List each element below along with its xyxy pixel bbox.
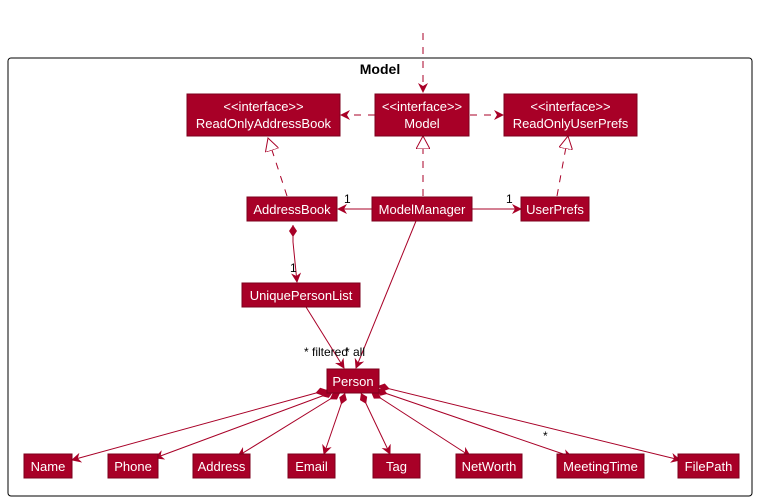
class-address-book[interactable]: AddressBook: [246, 196, 338, 222]
class-unique-person-list[interactable]: UniquePersonList: [241, 282, 361, 308]
class-model-manager[interactable]: ModelManager: [371, 196, 473, 222]
model-manager-to-person: [354, 220, 417, 369]
user-prefs-implements-read-only-user-prefs: [556, 136, 568, 197]
class-name-label: ReadOnlyAddressBook: [196, 116, 332, 131]
class-net-worth[interactable]: NetWorth: [455, 453, 523, 479]
multiplicity-label: 1: [506, 192, 513, 206]
class-read-only-address-book[interactable]: <<interface>> ReadOnlyAddressBook: [186, 93, 341, 137]
class-model[interactable]: <<interface>> Model: [374, 93, 470, 137]
stereotype-label: <<interface>>: [530, 99, 610, 114]
class-name[interactable]: Name: [23, 453, 73, 479]
class-name-label: FilePath: [685, 459, 733, 474]
class-file-path[interactable]: FilePath: [677, 453, 740, 479]
stereotype-label: <<interface>>: [382, 99, 462, 114]
person-composes-meeting-time: [375, 388, 573, 459]
class-name-label: Tag: [386, 459, 407, 474]
class-meeting-time[interactable]: MeetingTime: [556, 453, 645, 479]
class-address[interactable]: Address: [192, 453, 251, 479]
multiplicity-label: *: [543, 429, 548, 443]
class-name-label: Person: [332, 374, 373, 389]
multiplicity-label: 1: [290, 261, 297, 275]
class-name-label: ReadOnlyUserPrefs: [513, 116, 629, 131]
address-book-implements-read-only-address-book: [268, 138, 288, 197]
class-user-prefs[interactable]: UserPrefs: [520, 196, 590, 222]
class-name-label: NetWorth: [462, 459, 517, 474]
class-name-label: MeetingTime: [563, 459, 638, 474]
multiplicity-label: * filtered: [304, 345, 348, 359]
unique-person-list-to-person: [305, 306, 345, 369]
multiplicity-labels: 1 1 1 * filtered * all *: [290, 192, 548, 443]
class-name-label: UniquePersonList: [250, 288, 353, 303]
person-composes-phone: [154, 390, 334, 460]
class-tag[interactable]: Tag: [372, 453, 421, 479]
class-name-label: ModelManager: [379, 202, 466, 217]
class-name-label: Name: [31, 459, 66, 474]
person-composes-tag: [359, 392, 391, 455]
class-read-only-user-prefs[interactable]: <<interface>> ReadOnlyUserPrefs: [503, 93, 638, 137]
class-name-label: AddressBook: [253, 202, 331, 217]
multiplicity-label: 1: [344, 192, 351, 206]
model-package-frame: [7, 57, 753, 497]
edges: [71, 33, 681, 463]
person-composes-email: [322, 392, 347, 455]
class-phone[interactable]: Phone: [107, 453, 159, 479]
multiplicity-label: * all: [345, 345, 365, 359]
class-name-label: Phone: [114, 459, 152, 474]
class-name-label: Email: [295, 459, 328, 474]
class-name-label: Address: [198, 459, 246, 474]
package-title: Model: [360, 61, 400, 77]
class-person[interactable]: Person: [326, 368, 380, 394]
person-composes-address: [237, 392, 341, 457]
stereotype-label: <<interface>>: [223, 99, 303, 114]
class-name-label: Model: [404, 116, 440, 131]
person-composes-file-path: [377, 383, 681, 463]
class-email[interactable]: Email: [287, 453, 336, 479]
class-name-label: UserPrefs: [526, 202, 584, 217]
address-book-composes-unique-person-list: [289, 225, 302, 283]
